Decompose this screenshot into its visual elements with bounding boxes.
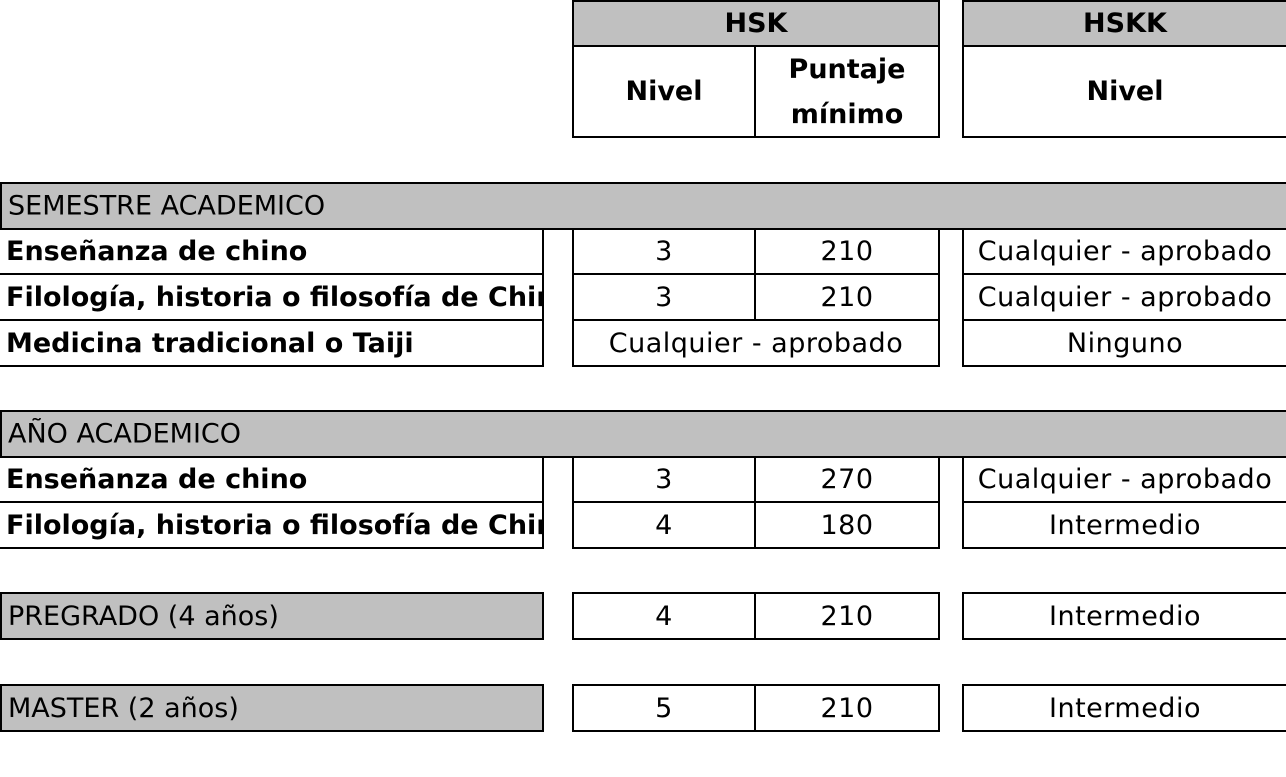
semestre-row-3-hskk: Ninguno [962,321,1286,367]
hskk-header-label: HSKK [1083,8,1167,39]
hskk-header: HSKK [962,0,1286,47]
semestre-row-1-puntaje: 210 [756,230,940,275]
semestre-row-3-label: Medicina tradicional o Taiji [0,321,544,367]
anio-row-2-nivel-text: 4 [655,509,673,541]
semestre-row-2-hskk-text: Cualquier - aprobado [977,281,1273,313]
master-label: MASTER (2 años) [0,684,544,732]
anio-row-2-puntaje: 180 [756,503,940,549]
semestre-row-1-nivel: 3 [572,230,756,275]
semestre-row-3-label-text: Medicina tradicional o Taiji [6,327,414,359]
master-label-text: MASTER (2 años) [8,692,239,724]
semestre-row-1-hskk: Cualquier - aprobado [962,230,1286,275]
anio-row-1-hskk-text: Cualquier - aprobado [977,464,1273,495]
section-semestre: SEMESTRE ACADEMICO [0,182,1286,230]
master-nivel-text: 5 [655,692,673,724]
pregrado-nivel: 4 [572,592,756,640]
semestre-row-2-hskk: Cualquier - aprobado [962,275,1286,321]
semestre-row-2-nivel-text: 3 [655,281,673,313]
anio-row-2-puntaje-text: 180 [820,509,874,541]
pregrado-label: PREGRADO (4 años) [0,592,544,640]
pregrado-puntaje-text: 210 [820,600,874,632]
semestre-row-1-label: Enseñanza de chino [0,230,544,275]
semestre-row-2-nivel: 3 [572,275,756,321]
semestre-row-2-label: Filología, historia o filosofía de China [0,275,544,321]
semestre-row-2-puntaje: 210 [756,275,940,321]
semestre-row-3-hsk-merged-text: Cualquier - aprobado [608,327,904,359]
semestre-row-1-nivel-text: 3 [655,236,673,267]
pregrado-hskk: Intermedio [962,592,1286,640]
section-anio-title: AÑO ACADEMICO [8,418,242,450]
anio-row-1-label-text: Enseñanza de chino [6,464,308,495]
anio-row-2-label-text: Filología, historia o filosofía de China [6,509,544,541]
anio-row-1-puntaje-text: 270 [820,464,874,495]
semestre-row-1-puntaje-text: 210 [820,236,874,267]
hsk-header-label: HSK [724,8,788,39]
hsk-header: HSK [572,0,940,47]
anio-row-1-hskk: Cualquier - aprobado [962,458,1286,503]
anio-row-2-hskk: Intermedio [962,503,1286,549]
master-hskk: Intermedio [962,684,1286,732]
master-hskk-text: Intermedio [1049,692,1201,724]
master-nivel: 5 [572,684,756,732]
semestre-row-3-hskk-text: Ninguno [1066,327,1184,359]
hsk-puntaje-line2: mínimo [790,98,904,130]
hskk-nivel-label: Nivel [1086,76,1164,107]
anio-row-1-label: Enseñanza de chino [0,458,544,503]
hsk-puntaje-line1: Puntaje [788,53,906,85]
anio-row-2-nivel: 4 [572,503,756,549]
pregrado-hskk-text: Intermedio [1049,600,1201,632]
section-semestre-title: SEMESTRE ACADEMICO [8,190,326,222]
pregrado-puntaje: 210 [754,592,940,640]
semestre-row-1-label-text: Enseñanza de chino [6,236,308,267]
hsk-puntaje-header: Puntaje mínimo [756,47,940,138]
hsk-nivel-header: Nivel [572,47,756,138]
anio-row-1-puntaje: 270 [756,458,940,503]
pregrado-label-text: PREGRADO (4 años) [8,600,279,632]
semestre-row-3-hsk-merged: Cualquier - aprobado [572,321,940,367]
hsk-nivel-label: Nivel [625,76,703,107]
anio-row-2-label: Filología, historia o filosofía de China [0,503,544,549]
master-puntaje-text: 210 [820,692,874,724]
anio-row-1-nivel-text: 3 [655,464,673,495]
semestre-row-1-hskk-text: Cualquier - aprobado [977,236,1273,267]
hskk-nivel-header: Nivel [962,47,1286,138]
semestre-row-2-label-text: Filología, historia o filosofía de China [6,281,544,313]
semestre-row-2-puntaje-text: 210 [820,281,874,313]
master-puntaje: 210 [754,684,940,732]
section-anio: AÑO ACADEMICO [0,410,1286,458]
pregrado-nivel-text: 4 [655,600,673,632]
anio-row-1-nivel: 3 [572,458,756,503]
anio-row-2-hskk-text: Intermedio [1049,509,1201,541]
